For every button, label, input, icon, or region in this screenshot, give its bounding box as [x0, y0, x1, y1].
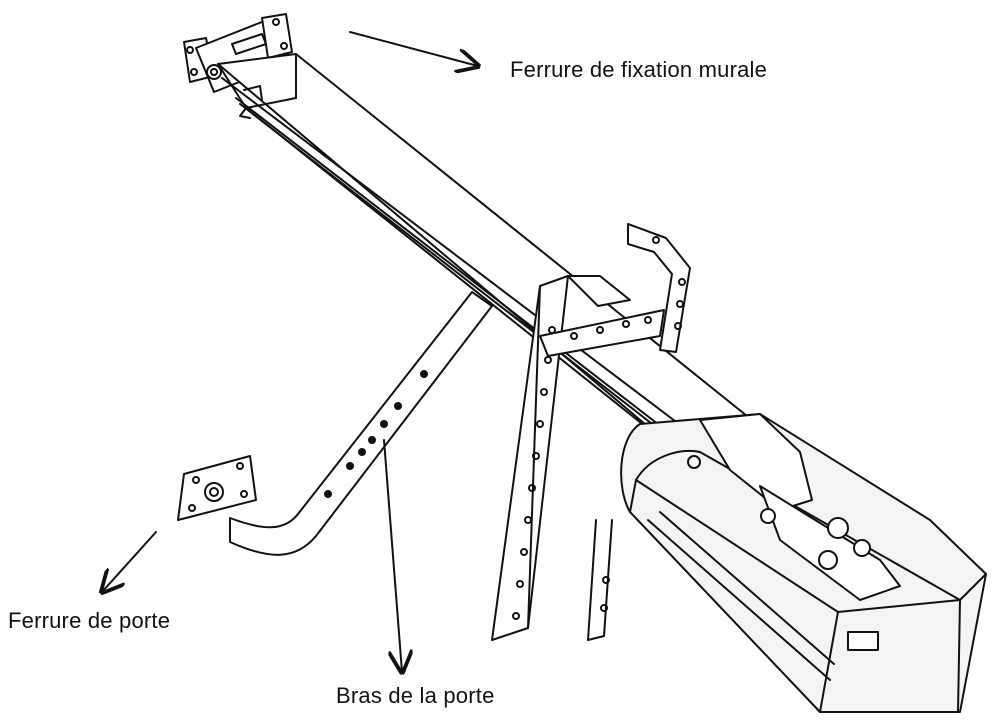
opener-head — [620, 413, 987, 713]
pointer-arrow-door — [102, 531, 157, 592]
label-door-bracket: Ferrure de porte — [8, 608, 171, 633]
rail — [217, 53, 753, 471]
door-arm — [229, 291, 493, 556]
pointer-arrow-wall — [349, 31, 478, 66]
label-wall-bracket: Ferrure de fixation murale — [510, 57, 768, 82]
wall-bracket — [183, 13, 293, 93]
hanger-rear — [587, 223, 691, 641]
hanger-front — [491, 275, 665, 641]
door-bracket — [177, 455, 257, 521]
pointer-arrow-arm — [383, 439, 402, 672]
label-door-arm: Bras de la porte — [336, 683, 495, 708]
